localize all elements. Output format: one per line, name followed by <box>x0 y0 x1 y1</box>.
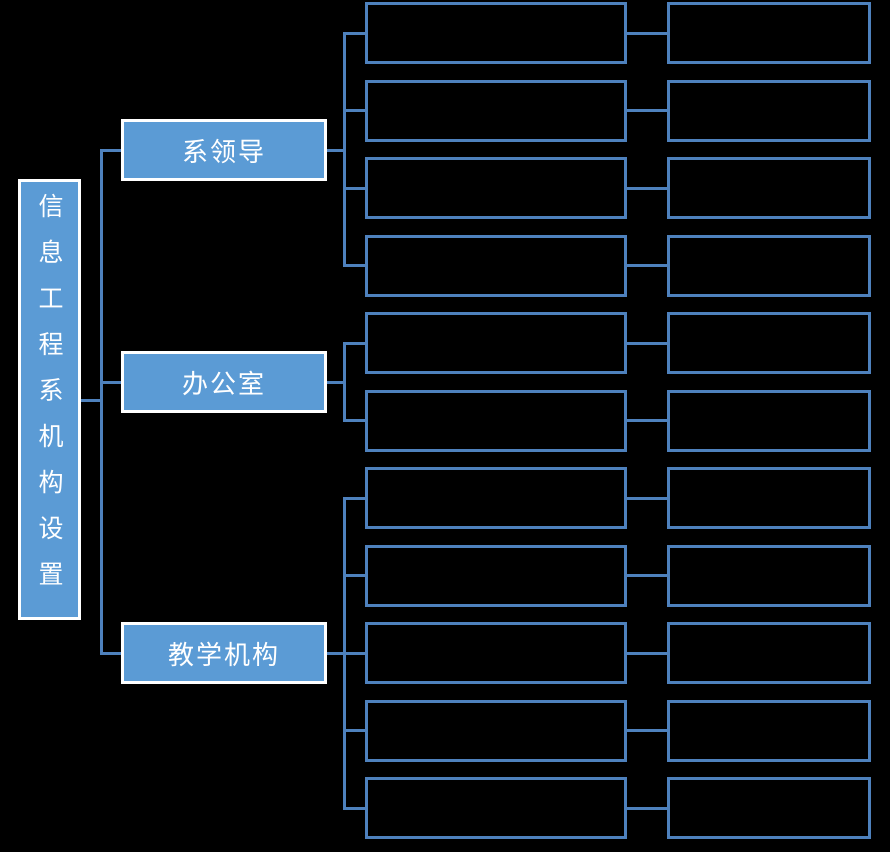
child-node <box>365 2 627 64</box>
grandchild-node <box>667 699 871 762</box>
main-trunk-line <box>100 149 103 655</box>
root-stub-line <box>81 398 103 402</box>
branch-stub-line <box>100 149 121 152</box>
branch-node-teaching-organization: 教学机构 <box>121 622 327 684</box>
pair-connector-line <box>627 806 667 810</box>
child-stub-line <box>344 651 365 655</box>
branch-node-department-leadership: 系领导 <box>121 119 327 181</box>
child-node <box>365 622 627 684</box>
root-node: 信息工程系机构设置 <box>18 179 81 620</box>
child-stub-line <box>344 109 365 112</box>
group-trunk-line <box>342 31 346 267</box>
child-node <box>365 777 627 839</box>
pair-connector-line <box>627 31 667 35</box>
child-stub-line <box>344 419 365 422</box>
pair-connector-line <box>627 574 667 577</box>
branch-node-office: 办公室 <box>121 351 327 413</box>
grandchild-node <box>667 312 871 374</box>
branch-stub-line <box>100 381 121 384</box>
pair-connector-line <box>627 341 667 345</box>
grandchild-node <box>667 389 871 452</box>
parent-stub-line <box>327 381 344 384</box>
child-node <box>365 699 627 762</box>
grandchild-node <box>667 622 871 684</box>
child-node <box>365 389 627 452</box>
child-stub-line <box>344 496 365 500</box>
child-stub-line <box>344 729 365 732</box>
child-node <box>365 467 627 529</box>
grandchild-node <box>667 544 871 607</box>
child-stub-line <box>344 186 365 190</box>
child-stub-line <box>344 806 365 810</box>
grandchild-node <box>667 777 871 839</box>
child-stub-line <box>344 341 365 345</box>
parent-stub-line <box>327 149 344 152</box>
child-node <box>365 157 627 219</box>
group-trunk-line <box>342 341 346 422</box>
pair-connector-line <box>627 109 667 112</box>
child-stub-line <box>344 264 365 267</box>
pair-connector-line <box>627 264 667 267</box>
grandchild-node <box>667 467 871 529</box>
pair-connector-line <box>627 186 667 190</box>
grandchild-node <box>667 2 871 64</box>
pair-connector-line <box>627 496 667 500</box>
parent-stub-line <box>327 651 344 655</box>
pair-connector-line <box>627 729 667 732</box>
child-stub-line <box>344 31 365 35</box>
child-stub-line <box>344 574 365 577</box>
grandchild-node <box>667 234 871 297</box>
child-node <box>365 79 627 142</box>
pair-connector-line <box>627 419 667 422</box>
child-node <box>365 312 627 374</box>
grandchild-node <box>667 157 871 219</box>
child-node <box>365 544 627 607</box>
child-node <box>365 234 627 297</box>
branch-stub-line <box>100 651 121 655</box>
grandchild-node <box>667 79 871 142</box>
pair-connector-line <box>627 651 667 655</box>
